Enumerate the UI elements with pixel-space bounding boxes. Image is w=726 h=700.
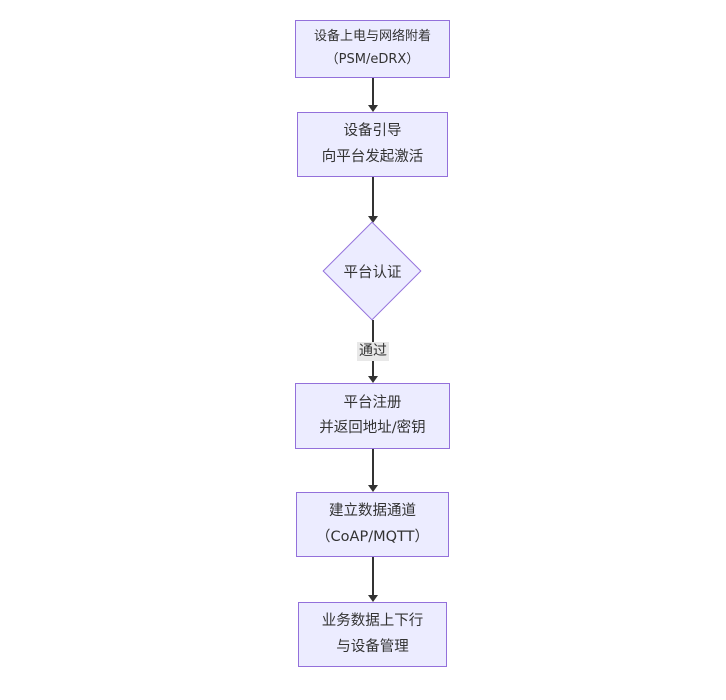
flow-node-platform-register: 平台注册 并返回地址/密钥	[295, 383, 450, 449]
decision-node-label: 平台认证	[343, 265, 402, 281]
node-text-line: 建立数据通道	[329, 503, 416, 520]
edge-line-d-e	[372, 449, 374, 485]
node-text-line: 与设备管理	[336, 638, 409, 655]
flow-node-data-channel: 建立数据通道 （CoAP/MQTT）	[296, 492, 449, 557]
node-text-line: 业务数据上下行	[321, 613, 424, 630]
flow-node-power-network-attach: 设备上电与网络附着 （PSM/eDRX）	[295, 20, 450, 78]
edge-arrowhead-icon	[368, 105, 378, 112]
node-text-line: 向平台发起激活	[321, 148, 424, 165]
edge-label-pass: 通过	[357, 342, 389, 361]
edge-line-e-f	[372, 557, 374, 595]
flow-node-device-bootstrap: 设备引导 向平台发起激活	[297, 112, 448, 177]
node-text-line: （CoAP/MQTT）	[316, 528, 429, 545]
edge-arrowhead-icon	[368, 216, 378, 223]
edge-arrowhead-icon	[368, 595, 378, 602]
edge-line-a-b	[372, 78, 374, 105]
node-text-line: 设备引导	[343, 123, 402, 140]
edge-line-b-c	[372, 177, 374, 216]
flow-node-business-data: 业务数据上下行 与设备管理	[298, 602, 447, 667]
node-text-line: （PSM/eDRX）	[325, 52, 420, 67]
edge-arrowhead-icon	[368, 485, 378, 492]
node-text-line: 设备上电与网络附着	[313, 29, 431, 45]
edge-arrowhead-icon	[368, 376, 378, 383]
node-text-line: 平台注册	[343, 394, 402, 411]
node-text-line: 并返回地址/密钥	[319, 420, 426, 436]
